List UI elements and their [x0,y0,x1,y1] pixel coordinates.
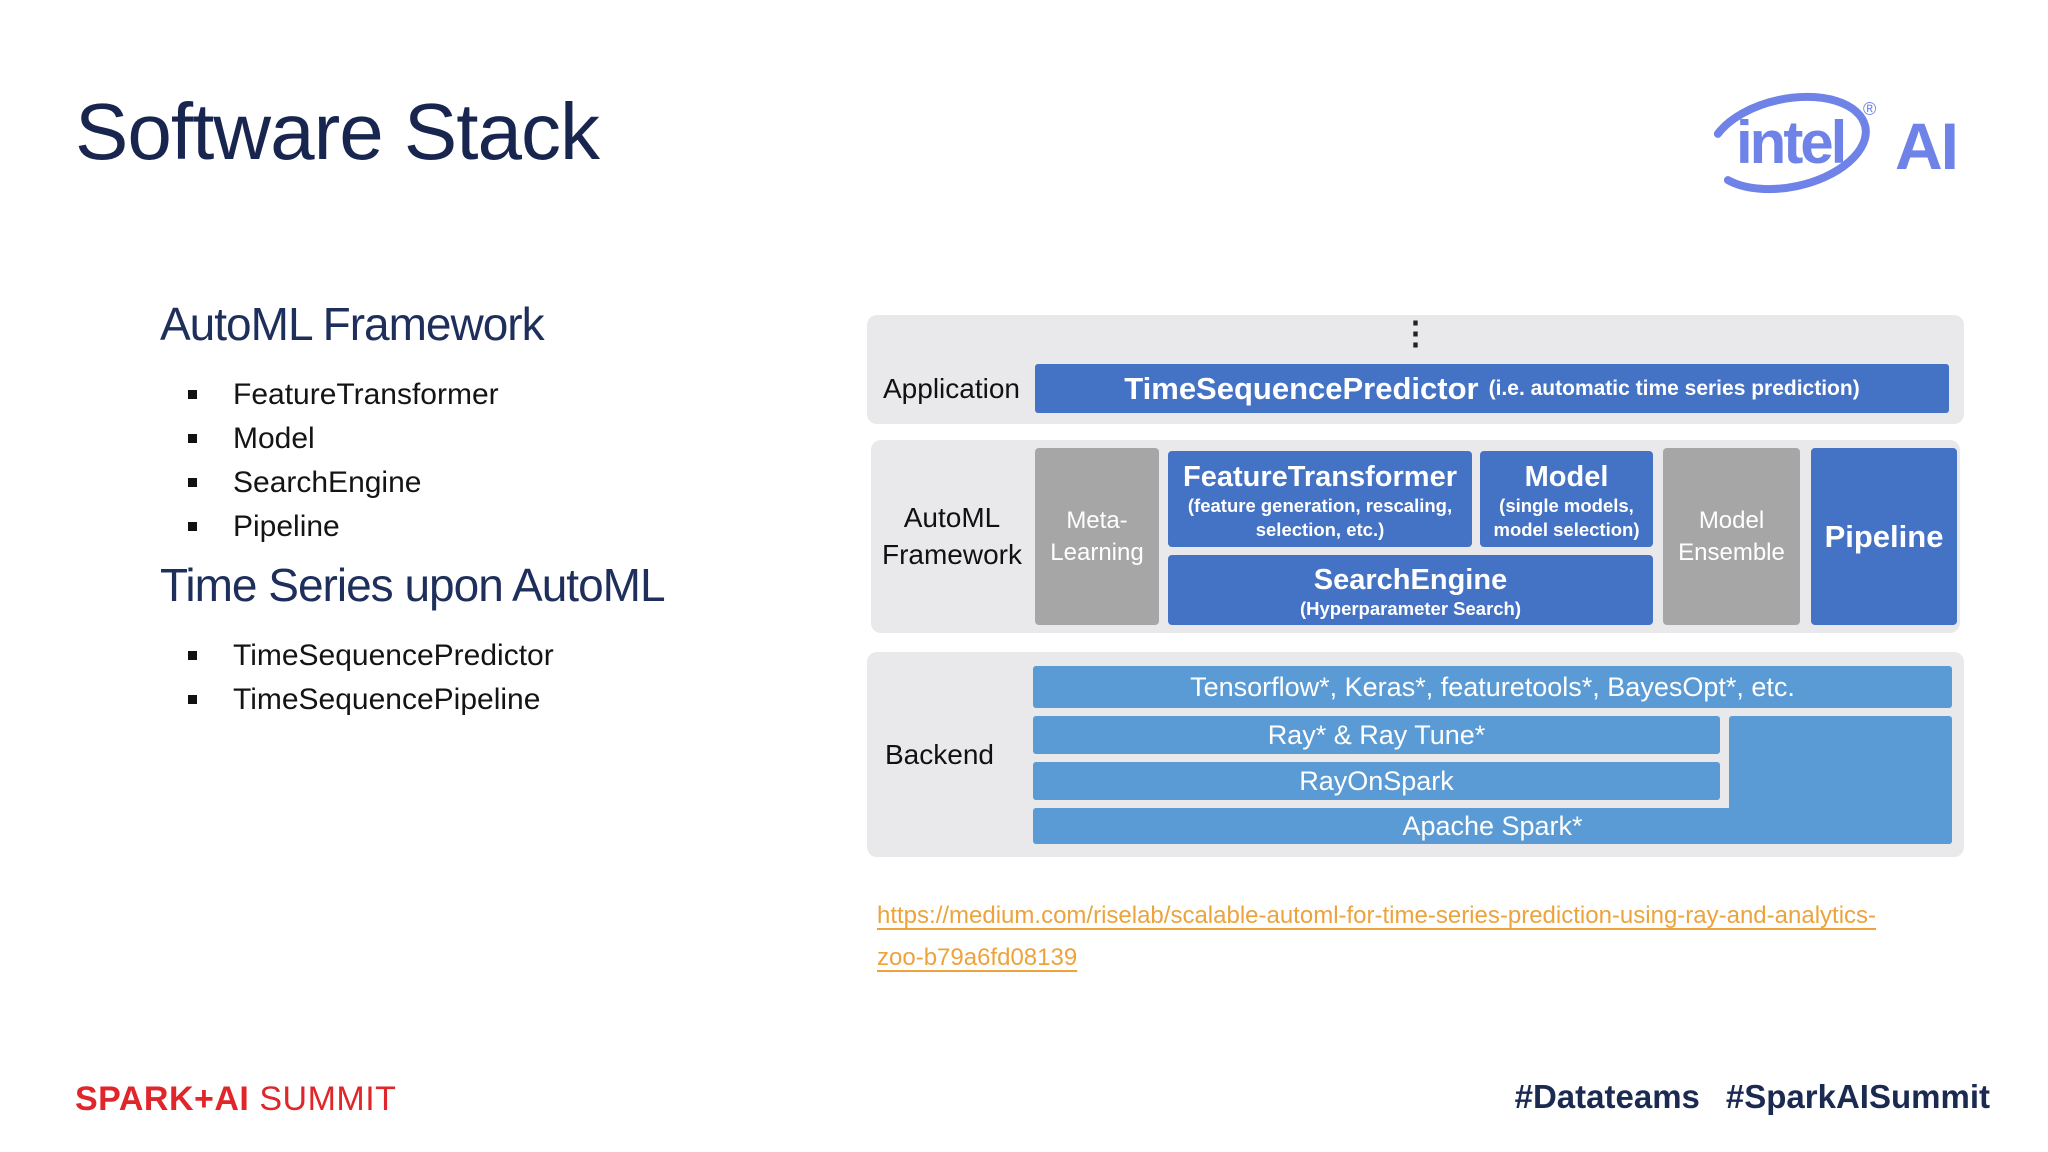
list-item: Model [188,417,820,461]
meta-learning-box: Meta-Learning [1035,448,1159,625]
application-layer-label: Application [883,373,1020,404]
automl-bullet-list: FeatureTransformer Model SearchEngine Pi… [160,373,820,549]
intel-ai-wordmark: AI [1895,109,1957,183]
bullet-icon [188,434,197,444]
box-title: TimeSequencePredictor [1124,370,1479,406]
box-subtitle: (Hyperparameter Search) [1299,597,1522,619]
feature-transformer-box: FeatureTransformer (feature generation, … [1168,451,1472,547]
list-item: TimeSequencePipeline [188,678,820,722]
automl-framework-layer-label: AutoML Framework [871,440,1033,633]
intel-wordmark: intel [1736,109,1844,176]
label-line: AutoML [903,502,1001,534]
outline-section: AutoML Framework FeatureTransformer Mode… [160,298,820,732]
automl-framework-layer-panel: AutoML Framework Meta-Learning FeatureTr… [871,440,1960,633]
backend-layer-panel: Backend Tensorflow*, Keras*, featuretool… [867,652,1964,857]
list-item-label: TimeSequencePipeline [233,682,541,716]
bullet-icon [188,390,197,400]
page-title: Software Stack [75,87,600,176]
intel-swoosh-icon [1706,92,1870,194]
spark-ai-summit-logo: SPARK+AI SUMMIT [75,1080,396,1119]
hashtag-sparkaisummit: #SparkAISummit [1725,1078,1990,1115]
frameworks-bar: Tensorflow*, Keras*, featuretools*, Baye… [1033,666,1952,708]
pipeline-box: Pipeline [1811,448,1957,625]
search-engine-box: SearchEngine (Hyperparameter Search) [1168,555,1653,625]
list-item-label: Model [233,421,315,455]
backend-layer-label: Backend [885,738,994,770]
brand-bold-text: SPARK+AI [75,1080,250,1118]
box-note: (i.e. automatic time series prediction) [1488,376,1860,400]
list-item: FeatureTransformer [188,373,820,417]
apache-spark-bar: Apache Spark* [1033,808,1952,844]
list-item-label: SearchEngine [233,465,422,499]
bullet-icon [188,651,197,661]
bullet-icon [188,478,197,488]
model-box: Model (single models, model selection) [1480,451,1653,547]
bullet-icon [188,522,197,532]
intel-registered-mark: ® [1863,99,1876,119]
ray-bar: Ray* & Ray Tune* [1033,716,1720,754]
heading-time-series: Time Series upon AutoML [160,558,666,611]
box-title: FeatureTransformer [1183,461,1457,494]
vertical-ellipsis-icon: ⋮ [1399,315,1432,351]
box-title: Model [1524,461,1609,494]
link-line[interactable]: https://medium.com/riselab/scalable-auto… [877,902,1877,929]
list-item: SearchEngine [188,461,820,505]
list-item-label: FeatureTransformer [233,377,499,411]
hashtag-datateams: #Datateams [1514,1078,1700,1115]
list-item: TimeSequencePredictor [188,634,820,678]
medium-article-link[interactable]: https://medium.com/riselab/scalable-auto… [877,895,1937,979]
bullet-icon [188,695,197,705]
intel-ai-logo: intel ® AI [1706,92,1959,194]
list-item-label: Pipeline [233,509,340,543]
time-sequence-predictor-box: TimeSequencePredictor (i.e. automatic ti… [1035,364,1949,413]
heading-automl-framework: AutoML Framework [160,298,545,350]
box-subtitle: (feature generation, rescaling, selectio… [1187,495,1453,540]
list-item-label: TimeSequencePredictor [233,638,554,672]
application-layer-panel: Application ⋮ TimeSequencePredictor (i.e… [867,315,1964,424]
list-item: Pipeline [188,505,820,549]
box-subtitle: (single models, model selection) [1493,495,1640,540]
brand-light-text: SUMMIT [259,1080,397,1118]
box-title: SearchEngine [1313,563,1508,596]
link-line[interactable]: zoo-b79a6fd08139 [877,944,1078,971]
footer-hashtags: #Datateams #SparkAISummit [1515,1078,1990,1116]
label-line: Framework [881,538,1022,570]
rayonspark-bar: RayOnSpark [1033,762,1720,800]
model-ensemble-box: Model Ensemble [1663,448,1800,625]
timeseries-bullet-list: TimeSequencePredictor TimeSequencePipeli… [160,634,820,722]
